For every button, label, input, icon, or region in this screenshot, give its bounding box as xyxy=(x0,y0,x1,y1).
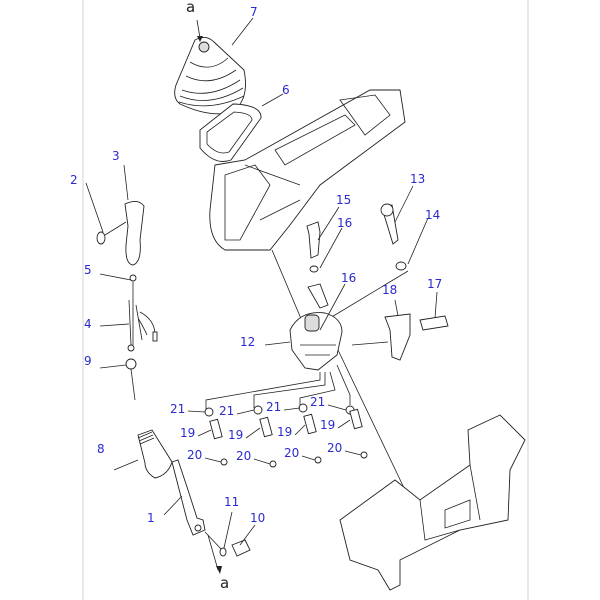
callout-12: 12 xyxy=(240,335,255,349)
callout-19: 19 xyxy=(228,428,243,442)
callout-15: 15 xyxy=(336,193,351,207)
callout-19: 19 xyxy=(320,418,335,432)
callout-16b: 16 xyxy=(341,271,356,285)
port-lines xyxy=(205,349,406,491)
callout-13: 13 xyxy=(410,172,425,186)
callout-6: 6 xyxy=(282,83,290,97)
callout-20: 20 xyxy=(327,441,342,455)
callout-14: 14 xyxy=(425,208,440,222)
base-bracket xyxy=(339,414,526,591)
callout-1: 1 xyxy=(147,511,155,525)
callout-9: 9 xyxy=(84,354,92,368)
callout-20: 20 xyxy=(236,449,251,463)
part-10-bolt xyxy=(231,539,251,557)
callout-21: 21 xyxy=(266,400,281,414)
callout-3: 3 xyxy=(112,149,120,163)
ref-mark-bottom: a xyxy=(220,574,229,592)
part-19-fittings xyxy=(209,408,363,440)
leader-14 xyxy=(329,270,409,319)
callout-21: 21 xyxy=(310,395,325,409)
part-16-fitting xyxy=(307,283,329,309)
callout-17: 17 xyxy=(427,277,442,291)
part-7-boot xyxy=(174,19,246,115)
part-6-plate xyxy=(199,103,262,162)
part-18-bracket xyxy=(384,313,411,361)
part-8-lever-boss xyxy=(137,429,173,479)
callout-19: 19 xyxy=(277,425,292,439)
part-11-washer xyxy=(219,547,227,557)
part-2-screw xyxy=(96,221,127,245)
callout-21: 21 xyxy=(219,404,234,418)
part-17-bolt xyxy=(419,315,449,331)
ref-mark-top: a xyxy=(186,0,195,16)
part-9-nut xyxy=(125,358,137,401)
callout-10: 10 xyxy=(250,511,265,525)
part-12-pilot-valve xyxy=(289,312,343,371)
callout-16a: 16 xyxy=(337,216,352,230)
callout-7: 7 xyxy=(250,5,258,19)
part-4-harness xyxy=(127,299,158,352)
callout-21: 21 xyxy=(170,402,185,416)
part-14-washer xyxy=(395,261,407,271)
callout-4: 4 xyxy=(84,317,92,331)
console-housing xyxy=(209,89,406,251)
callout-11: 11 xyxy=(224,495,239,509)
part-16-oring-a xyxy=(309,265,319,273)
part-3-grip xyxy=(124,201,145,266)
part-1-lever xyxy=(171,459,223,574)
part-15-bolt xyxy=(306,221,321,259)
leader-18 xyxy=(351,341,389,346)
part-13-bolt xyxy=(380,203,399,245)
callout-20: 20 xyxy=(187,448,202,462)
callout-20: 20 xyxy=(284,446,299,460)
callout-leaders xyxy=(85,17,438,549)
callout-5: 5 xyxy=(84,263,92,277)
callout-2: 2 xyxy=(70,173,78,187)
callout-18: 18 xyxy=(382,283,397,297)
callout-19: 19 xyxy=(180,426,195,440)
part-5-switch-rod xyxy=(129,274,137,345)
callout-8: 8 xyxy=(97,442,105,456)
